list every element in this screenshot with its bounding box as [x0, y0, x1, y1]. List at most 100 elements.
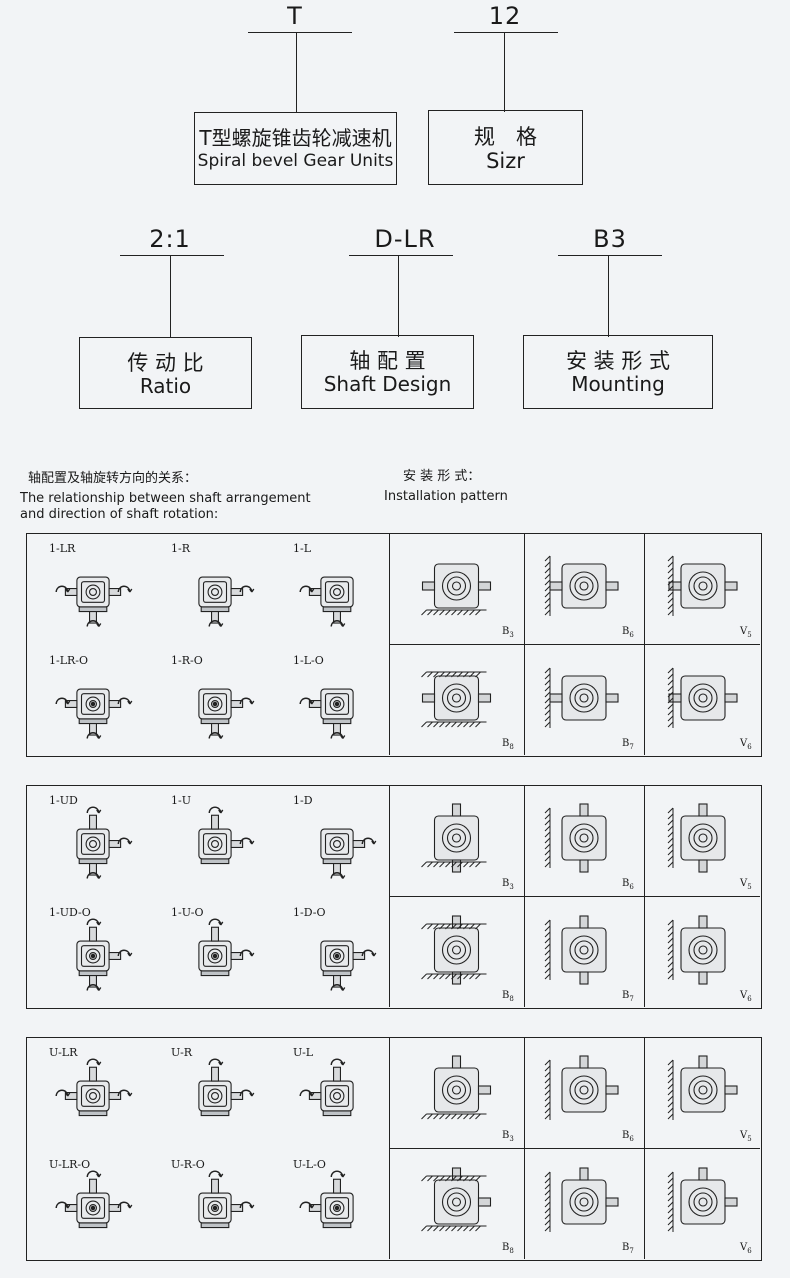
mount-position-letter: B [502, 1242, 510, 1253]
mount-box-en: Mounting [571, 372, 665, 396]
mount-grid-vline [644, 786, 645, 1007]
mount-position-number: 7 [629, 1247, 634, 1255]
mount-position-number: 3 [509, 883, 514, 891]
mount-position-label: B3 [502, 878, 514, 891]
shaft-label: U-LR-O [49, 1158, 91, 1171]
mount-position-label: B7 [622, 1242, 634, 1255]
mount-grid-vline [644, 534, 645, 755]
shaft-connector [398, 255, 399, 337]
size-connector [504, 32, 505, 112]
mount-position-label: B8 [502, 738, 514, 751]
mount-box-cn: 安 装 形 式 [565, 349, 671, 373]
mounting-drawings [421, 1055, 738, 1232]
relationship-heading-en-1: The relationship between shaft arrangeme… [20, 491, 311, 506]
shaft-label: 1-UD [49, 794, 78, 807]
mount-position-number: 7 [629, 743, 634, 751]
mount-position-label: B6 [622, 878, 634, 891]
mounting-drawings [421, 803, 726, 985]
mount-position-label: V6 [740, 1242, 752, 1255]
mount-position-label: B3 [502, 626, 514, 639]
size-box-en: Sizr [486, 149, 525, 173]
shaft-label: 1-UD-O [49, 906, 91, 919]
shaft-label: 1-L [293, 542, 312, 555]
installation-heading-cn: 安 装 形 式： [403, 469, 481, 484]
mount-position-label: B8 [502, 1242, 514, 1255]
mount-position-letter: B [502, 738, 510, 749]
type-underline [248, 32, 352, 33]
relationship-heading-en-2: and direction of shaft rotation: [20, 507, 219, 522]
mount-position-number: 6 [629, 883, 634, 891]
shaft-label: 1-R-O [171, 654, 203, 667]
mount-grid-hline [389, 896, 760, 897]
mount-grid-vline [644, 1038, 645, 1259]
mount-position-letter: V [740, 1242, 748, 1253]
size-box-cn: 规 格 [474, 125, 537, 149]
mount-position-number: 5 [747, 883, 752, 891]
ratio-value: 2:1 [149, 225, 191, 253]
mount-position-label: V5 [740, 626, 752, 639]
shaft-label: 1-D [293, 794, 313, 807]
shaft-arrangement-drawings [76, 806, 377, 991]
mount-position-label: B8 [502, 990, 514, 1003]
ratio-connector [170, 255, 171, 337]
shaft-label: 1-LR [49, 542, 76, 555]
mount-position-label: B7 [622, 738, 634, 751]
ratio-box-en: Ratio [139, 374, 192, 398]
mount-position-label: B6 [622, 626, 634, 639]
mount-grid-vline [524, 534, 525, 755]
installation-heading-en: Installation pattern [384, 489, 508, 504]
shaft-label: 1-U-O [171, 906, 204, 919]
mount-position-number: 5 [747, 631, 752, 639]
mount-position-number: 6 [747, 1247, 752, 1255]
mount-position-number: 6 [629, 631, 634, 639]
shaft-label: U-L-O [293, 1158, 326, 1171]
type-box-cn: T型螺旋锥齿轮减速机 [199, 126, 392, 150]
mount-position-letter: B [622, 626, 630, 637]
mount-position-number: 3 [509, 631, 514, 639]
shaft-label: 1-L-O [293, 654, 324, 667]
shaft-box-cn: 轴 配 置 [349, 349, 426, 373]
size-box: 规 格 Sizr [428, 110, 583, 185]
relationship-heading-cn: 轴配置及轴旋转方向的关系： [28, 471, 198, 486]
size-underline [454, 32, 558, 33]
mount-position-letter: B [622, 1242, 630, 1253]
shaft-label: 1-U [171, 794, 191, 807]
mount-value: B3 [593, 225, 627, 253]
mount-position-letter: B [502, 990, 510, 1001]
mount-position-number: 6 [747, 995, 752, 1003]
mount-box: 安 装 形 式 Mounting [523, 335, 713, 409]
mount-connector [608, 255, 609, 337]
shaft-label: U-R-O [171, 1158, 205, 1171]
mount-position-number: 6 [747, 743, 752, 751]
shaft-label: 1-LR-O [49, 654, 89, 667]
shaft-underline [349, 255, 453, 256]
mount-position-letter: B [622, 878, 630, 889]
mount-position-letter: B [622, 738, 630, 749]
type-box: T型螺旋锥齿轮减速机 Spiral bevel Gear Units [194, 112, 397, 185]
mount-position-label: V6 [740, 990, 752, 1003]
mount-position-letter: B [622, 990, 630, 1001]
mount-position-letter: V [740, 738, 748, 749]
mount-position-label: V5 [740, 1130, 752, 1143]
mount-position-number: 8 [509, 743, 514, 751]
mount-grid-hline [389, 1148, 760, 1149]
mount-position-number: 6 [629, 1135, 634, 1143]
mount-position-label: B6 [622, 1130, 634, 1143]
shaft-value: D-LR [374, 225, 436, 253]
mount-position-number: 3 [509, 1135, 514, 1143]
ratio-box-cn: 传 动 比 [127, 351, 204, 375]
type-connector [296, 32, 297, 112]
type-letter: T [287, 2, 303, 30]
mount-position-letter: V [740, 1130, 748, 1141]
mount-position-letter: V [740, 626, 748, 637]
mount-position-label: V6 [740, 738, 752, 751]
shaft-label: 1-D-O [293, 906, 326, 919]
mount-position-letter: B [622, 1130, 630, 1141]
shaft-label: U-L [293, 1046, 314, 1059]
mount-position-letter: V [740, 990, 748, 1001]
shaft-label: 1-R [171, 542, 190, 555]
mount-position-letter: B [502, 626, 510, 637]
shaft-label: U-R [171, 1046, 193, 1059]
mount-position-number: 7 [629, 995, 634, 1003]
